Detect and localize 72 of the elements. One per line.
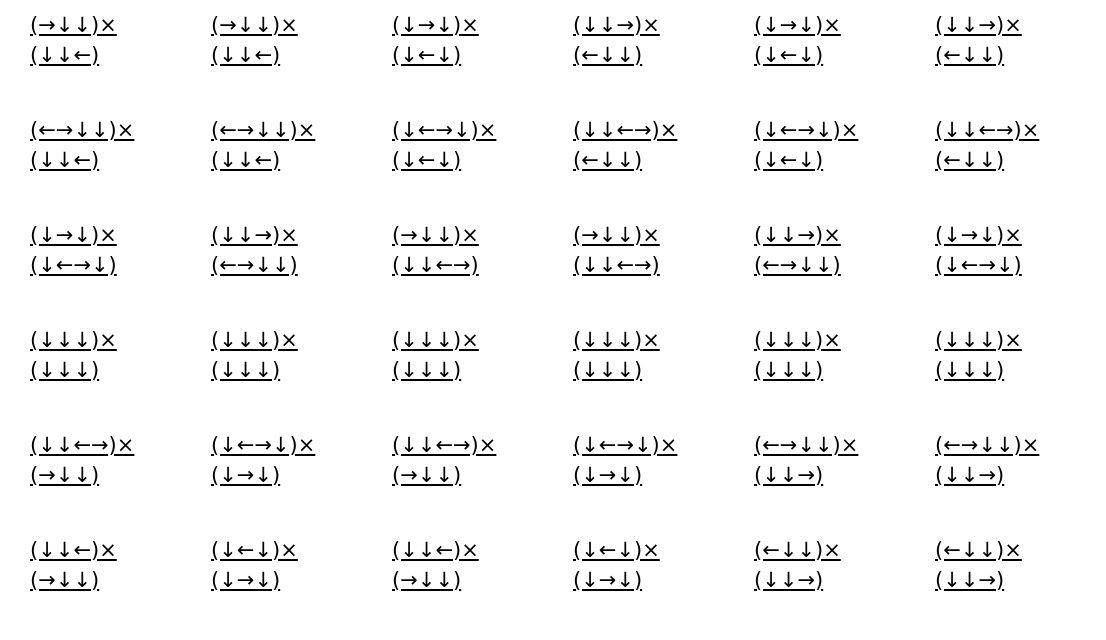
formula: (↓←↓)× — [573, 537, 660, 563]
formula: (↓↓←→)× — [392, 432, 497, 458]
formula: (↓↓↓)× — [30, 327, 117, 353]
formula: (↓←↓) — [392, 42, 462, 68]
formula: (↓↓←)× — [30, 537, 117, 563]
formula: (↓↓←) — [30, 42, 100, 68]
formula: (↓←↓) — [754, 42, 824, 68]
formula: (↓←↓) — [754, 147, 824, 173]
formula: (←→↓↓)× — [935, 432, 1040, 458]
formula: (↓↓←→)× — [935, 117, 1040, 143]
formula: (→↓↓) — [392, 462, 462, 488]
formula: (↓←↓) — [392, 147, 462, 173]
formula: (↓↓↓)× — [573, 327, 660, 353]
formula: (→↓↓)× — [392, 222, 479, 248]
formula: (→↓↓)× — [211, 12, 298, 38]
formula: (←→↓↓) — [754, 252, 841, 278]
formula: (↓→↓) — [573, 567, 643, 593]
formula: (←↓↓) — [573, 147, 643, 173]
formula: (↓↓↓)× — [935, 327, 1022, 353]
formula: (↓↓←) — [211, 42, 281, 68]
formula: (←→↓↓)× — [754, 432, 859, 458]
formula: (↓→↓)× — [392, 12, 479, 38]
formula: (↓↓←→)× — [30, 432, 135, 458]
formula: (←↓↓) — [935, 42, 1005, 68]
formula: (↓↓↓)× — [392, 327, 479, 353]
formula: (↓↓→) — [935, 567, 1005, 593]
formula: (↓←→↓)× — [392, 117, 497, 143]
formula: (←↓↓) — [573, 42, 643, 68]
formula: (↓↓←) — [211, 147, 281, 173]
formula: (←↓↓) — [935, 147, 1005, 173]
formula: (←→↓↓)× — [211, 117, 316, 143]
formula: (↓→↓) — [211, 567, 281, 593]
formula: (↓↓→) — [935, 462, 1005, 488]
formula: (↓↓→)× — [573, 12, 660, 38]
formula: (↓→↓) — [211, 462, 281, 488]
formula: (↓↓→) — [754, 462, 824, 488]
formula: (↓↓↓) — [392, 357, 462, 383]
formula: (↓←→↓)× — [211, 432, 316, 458]
formula: (←→↓↓)× — [30, 117, 135, 143]
formula: (↓→↓)× — [30, 222, 117, 248]
formula: (↓←→↓)× — [573, 432, 678, 458]
formula: (↓→↓)× — [754, 12, 841, 38]
formula: (↓↓←)× — [392, 537, 479, 563]
formula: (↓←→↓) — [30, 252, 117, 278]
formula: (↓↓→)× — [211, 222, 298, 248]
formula: (↓↓→) — [754, 567, 824, 593]
formula: (↓↓↓) — [935, 357, 1005, 383]
formula: (←→↓↓) — [211, 252, 298, 278]
formula: (↓↓↓) — [30, 357, 100, 383]
formula: (→↓↓) — [30, 462, 100, 488]
formula: (↓↓↓)× — [754, 327, 841, 353]
formula: (↓→↓)× — [935, 222, 1022, 248]
formula: (↓↓←→) — [392, 252, 479, 278]
formula: (↓↓←→)× — [573, 117, 678, 143]
formula: (↓←↓)× — [211, 537, 298, 563]
formula: (↓↓↓) — [754, 357, 824, 383]
formula: (↓←→↓)× — [754, 117, 859, 143]
formula: (↓↓→)× — [754, 222, 841, 248]
formula: (↓→↓) — [573, 462, 643, 488]
formula: (↓↓↓) — [573, 357, 643, 383]
formula: (←↓↓)× — [935, 537, 1022, 563]
formula: (↓↓↓) — [211, 357, 281, 383]
formula: (→↓↓)× — [573, 222, 660, 248]
formula: (→↓↓) — [392, 567, 462, 593]
formula: (↓↓←→) — [573, 252, 660, 278]
formula: (↓←→↓) — [935, 252, 1022, 278]
formula: (←↓↓)× — [754, 537, 841, 563]
formula: (↓↓↓)× — [211, 327, 298, 353]
formula: (→↓↓) — [30, 567, 100, 593]
formula: (→↓↓)× — [30, 12, 117, 38]
formula: (↓↓←) — [30, 147, 100, 173]
formula: (↓↓→)× — [935, 12, 1022, 38]
